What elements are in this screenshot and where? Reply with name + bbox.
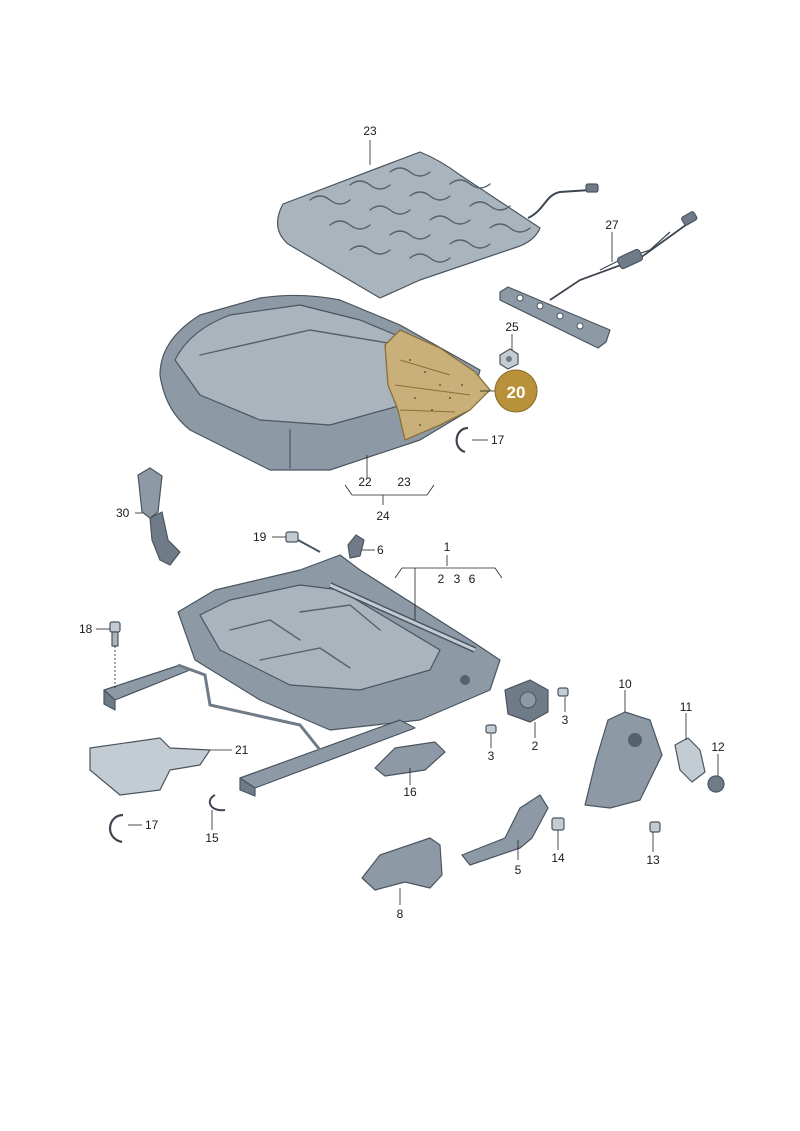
leader-lines: [96, 140, 719, 905]
trim-cover-part[interactable]: [374, 741, 446, 777]
part-number-3-group: 3: [454, 572, 461, 586]
part-number-21: 21: [235, 743, 249, 757]
part-number-30: 30: [116, 506, 130, 520]
part-number-15: 15: [205, 831, 219, 845]
adjuster-lever-part[interactable]: [674, 737, 706, 783]
seat-belt-buckle-part[interactable]: [137, 467, 181, 566]
part-number-6-group: 6: [469, 572, 476, 586]
part-number-25: 25: [505, 320, 519, 334]
seat-frame-part[interactable]: [177, 554, 501, 731]
knob-cap-part[interactable]: [707, 775, 725, 793]
bracket-part[interactable]: [461, 794, 549, 866]
release-handle-part[interactable]: [361, 837, 443, 891]
part-number-20: 20: [507, 383, 526, 402]
bolt-part-19[interactable]: [285, 531, 321, 553]
part-number-2: 2: [532, 739, 539, 753]
part-number-24: 24: [376, 509, 390, 523]
cover-plate-part[interactable]: [89, 737, 211, 796]
bolt-part-18[interactable]: [109, 621, 121, 647]
nut-part[interactable]: [499, 348, 519, 370]
seat-rail-right-part[interactable]: [239, 719, 416, 797]
screw-part-13[interactable]: [649, 821, 661, 833]
screw-part-3-left[interactable]: [485, 724, 497, 734]
part-number-17-upper: 17: [491, 433, 505, 447]
part-number-23-lower: 23: [397, 475, 411, 489]
part-number-2-group: 2: [438, 572, 445, 586]
part-number-23-top: 23: [363, 124, 377, 138]
seat-rail-left-part[interactable]: [103, 664, 191, 711]
side-trim-part[interactable]: [584, 711, 663, 809]
part-number-12: 12: [711, 740, 725, 754]
part-number-17-lower: 17: [145, 818, 159, 832]
part-number-8: 8: [397, 907, 404, 921]
cover-cap-part[interactable]: [347, 534, 365, 559]
part-number-6-top: 6: [377, 543, 384, 557]
spring-clip-part[interactable]: [455, 426, 469, 454]
screw-part-3-right[interactable]: [557, 687, 569, 697]
part-number-13: 13: [646, 853, 660, 867]
part-number-16: 16: [403, 785, 417, 799]
part-number-11: 11: [680, 700, 693, 714]
part-20-highlight-marker[interactable]: [494, 369, 538, 413]
part-number-3-right: 3: [562, 713, 569, 727]
callout-labels: 23 27 25 17 22 23 24 30 19 6 1 2 3 6 18 …: [79, 124, 725, 921]
screw-part-14[interactable]: [551, 817, 565, 831]
part-number-19: 19: [253, 530, 267, 544]
sensor-mat-wiring-part[interactable]: [499, 211, 698, 349]
part-number-22: 22: [358, 475, 372, 489]
part-number-18: 18: [79, 622, 93, 636]
adjuster-wire: [177, 663, 322, 751]
part-number-14: 14: [551, 851, 565, 865]
part-number-3-left: 3: [488, 749, 495, 763]
part-number-5: 5: [515, 863, 522, 877]
retaining-clip-part[interactable]: [208, 794, 226, 812]
part-number-1: 1: [444, 540, 451, 554]
spring-clip-lower-part[interactable]: [109, 813, 124, 844]
heating-pad-part[interactable]: [277, 151, 599, 299]
adjuster-motor-part[interactable]: [504, 679, 549, 723]
part-number-27: 27: [605, 218, 619, 232]
part-number-10: 10: [618, 677, 632, 691]
cushion-foam-highlighted-part[interactable]: [384, 329, 491, 441]
